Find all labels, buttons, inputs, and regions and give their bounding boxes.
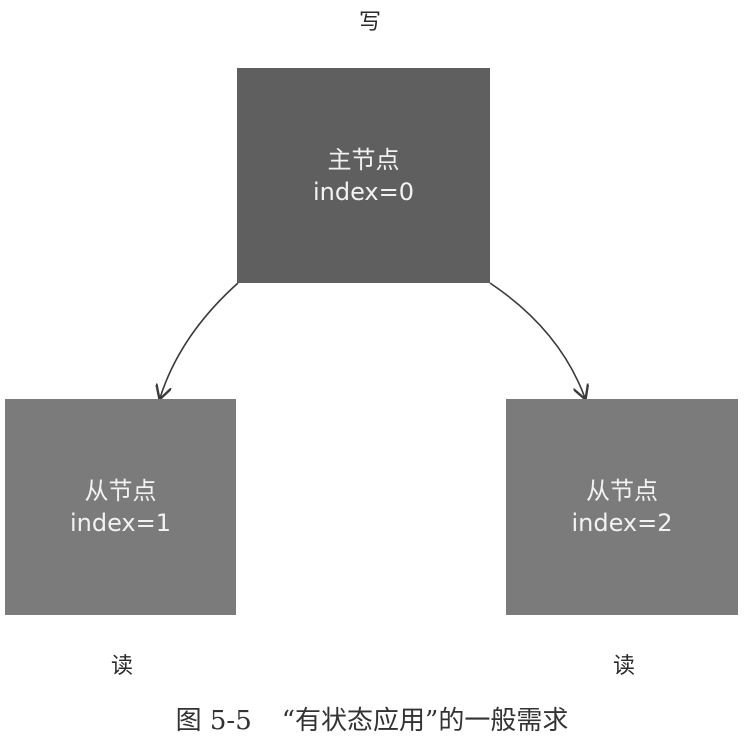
arrow-master-to-slave1 xyxy=(160,282,239,398)
master-node-index: index=0 xyxy=(312,177,415,206)
read-label-left: 读 xyxy=(110,654,133,679)
write-label: 写 xyxy=(358,10,381,35)
slave-node-1-index: index=1 xyxy=(69,509,172,537)
slave-node-1-title: 从节点 xyxy=(84,477,157,505)
slave-node-2-title: 从节点 xyxy=(586,477,658,505)
read-label-right: 读 xyxy=(612,654,635,679)
figure-caption: 图 5-5 “有状态应用”的一般需求 xyxy=(0,700,744,737)
slave-node-2-index: index=2 xyxy=(571,509,673,537)
master-node: 主节点 index=0 xyxy=(237,68,490,283)
slave-node-1: 从节点 index=1 xyxy=(5,399,236,615)
arrow-master-to-slave2 xyxy=(489,282,585,398)
figure-caption-text: “有状态应用”的一般需求 xyxy=(281,706,569,736)
master-node-title: 主节点 xyxy=(327,145,400,174)
slave-node-2: 从节点 index=2 xyxy=(506,399,738,615)
figure-number: 图 5-5 xyxy=(175,706,252,736)
